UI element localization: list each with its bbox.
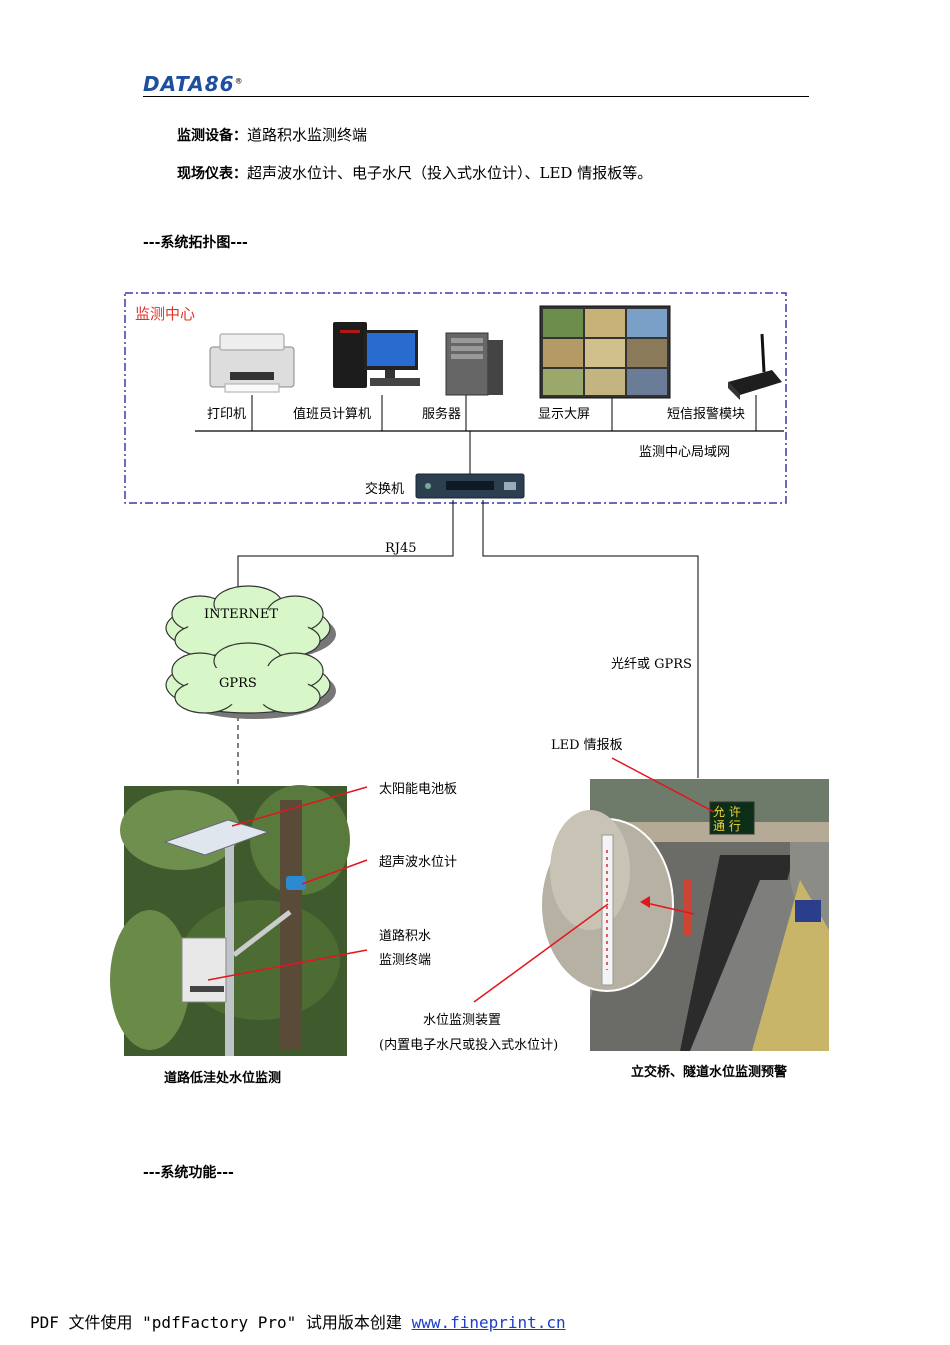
gprs-label: GPRS [219,676,257,691]
monitoring-center-title: 监测中心 [135,305,196,323]
instrument-label: 现场仪表： [177,166,247,182]
instrument-line: 现场仪表：超声波水位计、电子水尺（投入式水位计）、LED 情报板等。 [177,162,652,183]
sms-modem-icon [728,333,782,400]
solar-pointer [231,786,368,827]
header-divider [143,96,809,97]
device-label-sms: 短信报警模块 [667,407,746,422]
pdf-footer: PDF 文件使用 "pdfFactory Pro" 试用版本创建 www.fin… [30,1309,566,1333]
terminal-pointer [207,949,368,981]
water-device-pointer [473,903,609,1003]
ultrasonic-pointer [301,859,368,885]
rj45-link [237,500,454,595]
roadside-terminal-photo [110,785,350,1056]
section-functions-heading: ---系统功能--- [143,1165,234,1181]
gprs-cloud [165,642,336,719]
gauge-arrowhead [640,896,650,908]
water-device-label-line-2: (内置电子水尺或投入式水位计) [379,1038,559,1053]
terminal-label-line-1: 道路积水 [379,929,432,944]
water-device-label-line-1: 水位监测装置 [423,1013,502,1028]
device-line: 监测设备：道路积水监测终端 [177,124,367,145]
led-pointer [611,757,715,813]
display-wall-icon [539,305,671,399]
printer-icon [209,333,295,393]
switch-icon [415,473,525,499]
section-topology-heading: ---系统拓扑图--- [143,235,248,251]
internet-label: INTERNET [204,607,278,622]
switch-label: 交换机 [365,482,405,497]
fiber-label: 光纤或 GPRS [611,657,692,672]
logo: DATA86® [143,72,244,96]
solar-label: 太阳能电池板 [379,782,458,797]
monitoring-center-box [124,292,787,504]
lan-label: 监测中心局域网 [639,445,731,460]
fiber-link [482,500,699,778]
footer-text: PDF 文件使用 "pdfFactory Pro" 试用版本创建 [30,1313,412,1332]
led-label: LED 情报板 [551,738,623,753]
internet-cloud [165,585,336,662]
device-label-printer: 打印机 [207,407,247,422]
device-label-computer: 值班员计算机 [293,407,372,422]
caption-left: 道路低洼处水位监测 [164,1071,282,1086]
device-label: 监测设备： [177,128,247,144]
device-label-display: 显示大屏 [538,407,591,422]
rj45-label: RJ45 [385,541,417,556]
led-sign-line-1: 允 许 [713,804,741,819]
computer-icon [333,322,420,388]
footer-link[interactable]: www.fineprint.cn [411,1313,566,1332]
gauge-arrow [641,901,695,915]
led-sign-line-2: 通 行 [713,819,741,833]
logo-text: DATA86 [143,72,235,96]
ultrasonic-label: 超声波水位计 [379,855,458,870]
caption-right: 立交桥、隧道水位监测预警 [631,1065,788,1080]
logo-mark: ® [234,76,244,86]
device-label-server: 服务器 [422,407,462,422]
terminal-label-line-2: 监测终端 [379,953,432,968]
device-value: 道路积水监测终端 [247,126,368,144]
server-icon [445,332,503,396]
instrument-value: 超声波水位计、电子水尺（投入式水位计）、LED 情报板等。 [247,164,653,182]
